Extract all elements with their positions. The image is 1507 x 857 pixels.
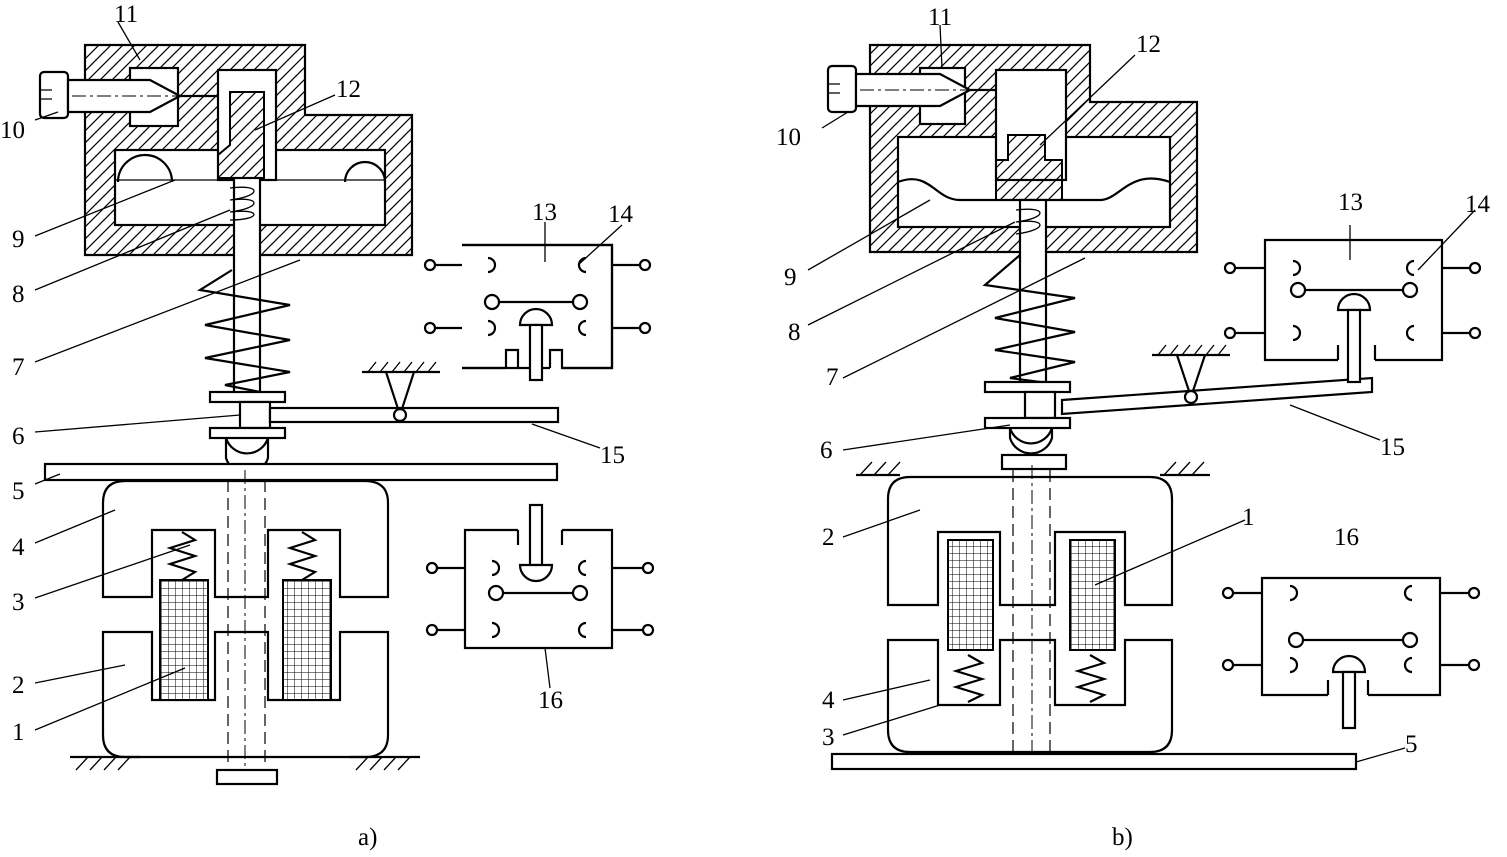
label-b-6: 6 <box>820 437 833 464</box>
pin-a <box>217 91 265 179</box>
label-b-16: 16 <box>1334 524 1359 551</box>
lower-core-b <box>886 638 1174 754</box>
label-a-14: 14 <box>608 201 634 228</box>
label-b-9: 9 <box>784 264 797 291</box>
label-a-10: 10 <box>0 117 25 144</box>
switch-13-a <box>423 243 652 382</box>
label-a-3: 3 <box>12 589 25 616</box>
label-a-9: 9 <box>12 226 25 253</box>
label-b-10: 10 <box>776 124 801 151</box>
ground-b-top <box>856 461 1210 477</box>
label-a-2: 2 <box>12 672 25 699</box>
label-b-1: 1 <box>1242 504 1255 531</box>
label-b-2: 2 <box>822 524 835 551</box>
label-a-12: 12 <box>336 76 361 103</box>
label-a-8: 8 <box>12 281 25 308</box>
lower-core-a <box>101 579 390 759</box>
label-b-3: 3 <box>822 724 835 751</box>
label-a-7: 7 <box>12 354 25 381</box>
armature-plate-a <box>43 462 559 482</box>
leader-lines-a <box>34 21 623 731</box>
label-b-8: 8 <box>788 319 801 346</box>
lever-b <box>1060 344 1374 416</box>
label-a-11: 11 <box>114 1 138 28</box>
label-a-4: 4 <box>12 534 25 561</box>
label-a-16: 16 <box>538 687 563 714</box>
label-b-13: 13 <box>1338 189 1363 216</box>
caption-a: a) <box>358 824 377 851</box>
label-b-12: 12 <box>1136 31 1161 58</box>
label-a-1: 1 <box>12 719 25 746</box>
stem-b <box>982 198 1076 471</box>
panel-b: 11 10 12 9 8 7 6 2 4 3 1 13 14 15 16 5 b… <box>776 4 1491 851</box>
adjusting-screw-a <box>38 70 218 120</box>
label-b-5: 5 <box>1405 731 1418 758</box>
lever-a <box>268 361 560 424</box>
caption-b: b) <box>1112 824 1133 851</box>
label-a-6: 6 <box>12 423 25 450</box>
switch-13-b <box>1223 238 1482 384</box>
label-b-7: 7 <box>826 364 839 391</box>
adjusting-screw-b <box>826 64 996 114</box>
label-a-15: 15 <box>600 442 625 469</box>
label-b-14: 14 <box>1465 191 1491 218</box>
switch-16-a <box>425 503 655 650</box>
switch-16-b <box>1221 576 1481 730</box>
ground-a <box>70 755 420 771</box>
panel-a: 11 10 12 9 8 7 6 5 4 3 2 1 13 14 15 16 a… <box>0 1 655 851</box>
upper-core-b <box>886 475 1174 651</box>
leader-lines-b <box>807 24 1476 763</box>
label-b-15: 15 <box>1380 434 1405 461</box>
armature-plate-b <box>830 752 1358 771</box>
label-a-13: 13 <box>532 199 557 226</box>
label-b-11: 11 <box>928 4 952 31</box>
label-b-4: 4 <box>822 687 835 714</box>
label-a-5: 5 <box>12 478 25 505</box>
